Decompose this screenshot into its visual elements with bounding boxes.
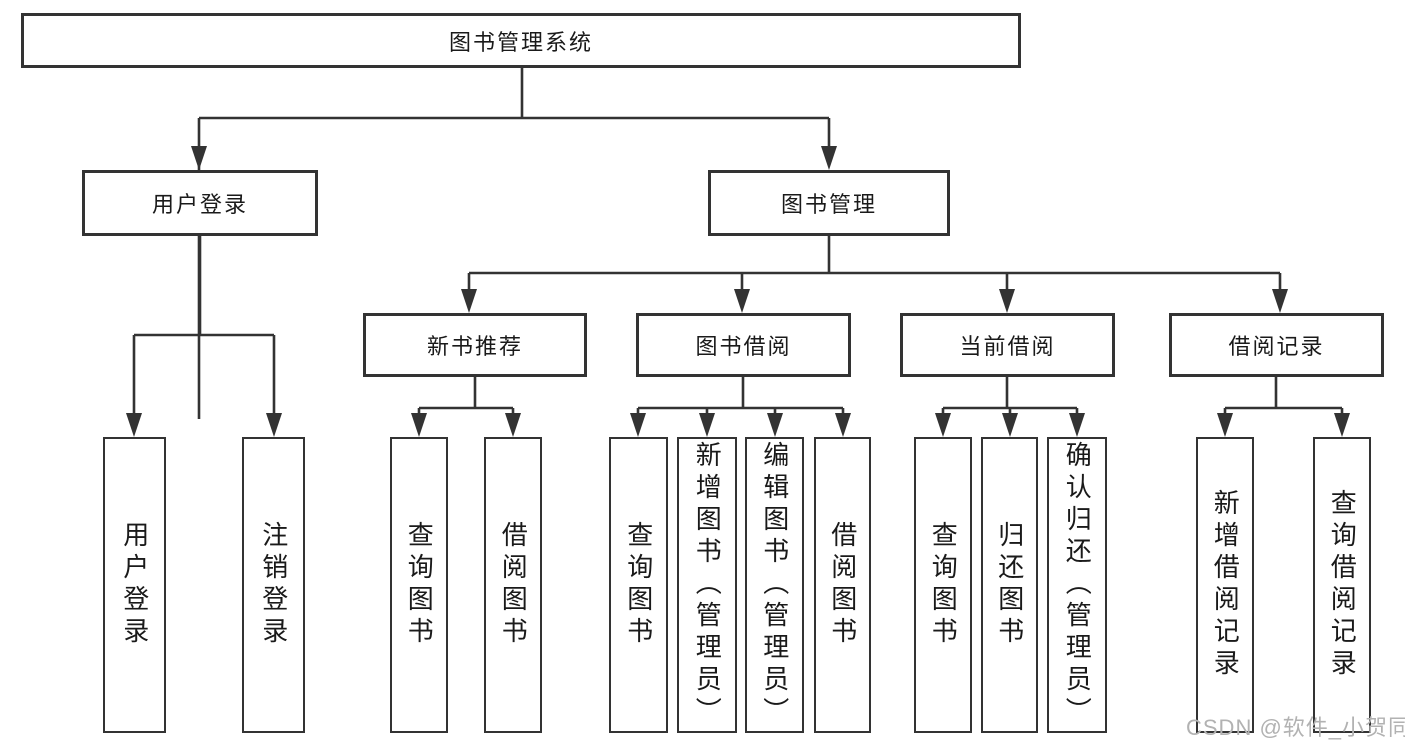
leaf-borrow-books: 借阅图书	[484, 437, 542, 733]
leaf-query-books: 查询图书	[390, 437, 448, 733]
node-label: 查询借阅记录	[1327, 489, 1358, 681]
leaf-add-books-admin: 新增图书（管理员）	[677, 437, 737, 733]
leaf-query-books: 查询图书	[609, 437, 668, 733]
node-label: 图书管理系统	[448, 29, 593, 55]
node-new-book-recommendation: 新书推荐	[363, 313, 587, 377]
node-label: 查询图书	[623, 521, 654, 649]
node-label: 查询图书	[928, 521, 959, 649]
leaf-query-books: 查询图书	[914, 437, 972, 733]
leaf-confirm-return-admin: 确认归还（管理员）	[1047, 437, 1107, 733]
node-user-login: 用户登录	[82, 170, 318, 236]
node-book-management: 图书管理	[708, 170, 950, 236]
node-label: 图书借阅	[695, 334, 792, 359]
node-label: 借阅图书	[498, 521, 529, 649]
arrowheads	[126, 146, 1350, 437]
leaf-user-login: 用户登录	[103, 437, 166, 733]
node-label: 借阅记录	[1228, 334, 1325, 359]
node-borrowing-records: 借阅记录	[1169, 313, 1384, 377]
node-label: 当前借阅	[959, 334, 1056, 359]
node-label: 新增图书（管理员）	[692, 441, 723, 729]
node-library-management-system: 图书管理系统	[21, 13, 1021, 68]
node-label: 用户登录	[151, 192, 248, 217]
node-label: 用户登录	[119, 521, 150, 649]
node-current-borrowing: 当前借阅	[900, 313, 1115, 377]
csdn-watermark: CSDN @软件_小贺同学	[1186, 715, 1405, 740]
node-label: 新书推荐	[426, 334, 523, 359]
leaf-add-borrow-record: 新增借阅记录	[1196, 437, 1254, 733]
node-label: 归还图书	[994, 521, 1025, 649]
node-label: 新增借阅记录	[1210, 489, 1241, 681]
leaf-edit-books-admin: 编辑图书（管理员）	[745, 437, 804, 733]
leaf-logout: 注销登录	[242, 437, 305, 733]
node-book-borrowing: 图书借阅	[636, 313, 851, 377]
node-label: 借阅图书	[827, 521, 858, 649]
leaf-query-borrow-record: 查询借阅记录	[1313, 437, 1371, 733]
node-label: 编辑图书（管理员）	[759, 441, 790, 729]
leaf-borrow-books: 借阅图书	[814, 437, 871, 733]
node-label: 图书管理	[780, 192, 877, 217]
node-label: 查询图书	[404, 521, 435, 649]
leaf-return-books: 归还图书	[981, 437, 1038, 733]
node-label: 确认归还（管理员）	[1062, 441, 1093, 729]
node-label: 注销登录	[258, 521, 289, 649]
